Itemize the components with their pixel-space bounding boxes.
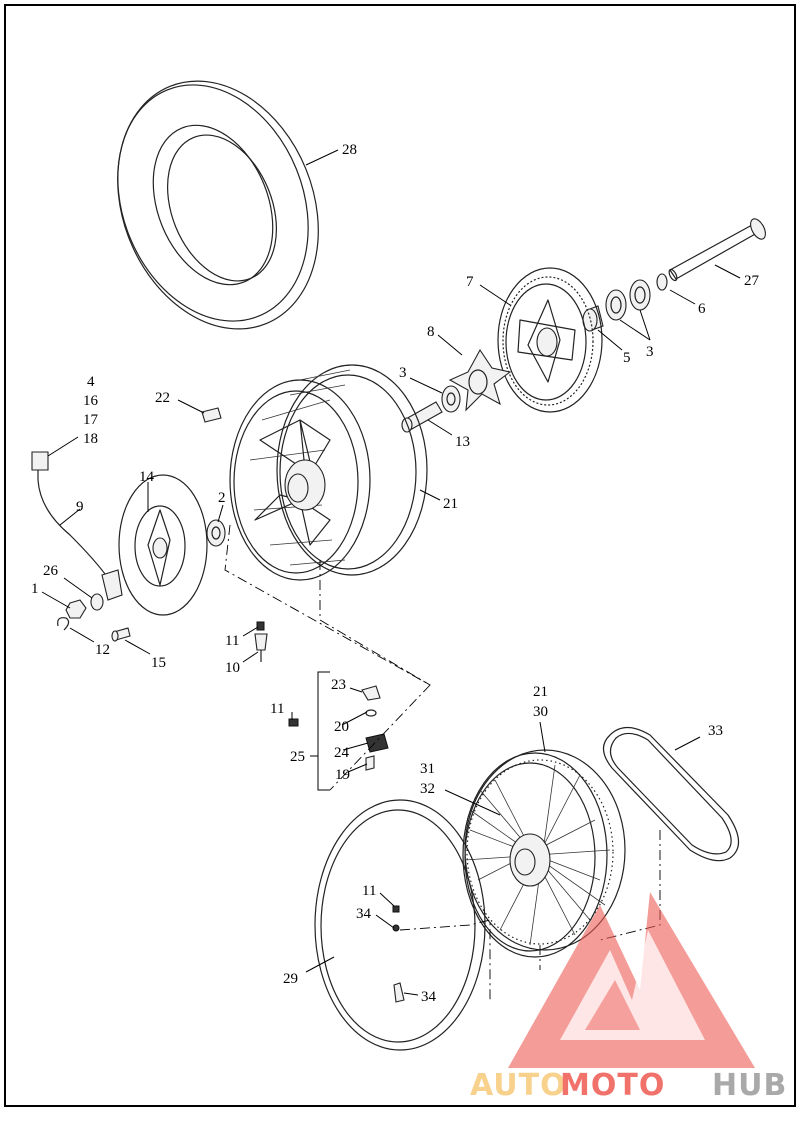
callout-3-left: 3 [399, 365, 407, 381]
valve-stem-cast [254, 621, 268, 662]
diagram-frame [4, 4, 796, 1107]
callout-11-top: 11 [225, 633, 239, 649]
callout-19: 19 [335, 767, 350, 783]
assembly-line-1 [224, 524, 431, 791]
spacer-ring [656, 273, 668, 291]
washer [90, 593, 104, 611]
callout-11-tube: 11 [362, 883, 376, 899]
watermark-text-auto: AUTO [470, 1068, 567, 1103]
callout-33: 33 [708, 723, 723, 739]
callout-14: 14 [139, 469, 155, 485]
callout-16: 16 [83, 393, 99, 409]
callout-18: 18 [83, 431, 98, 447]
callout-2: 2 [218, 490, 226, 506]
axle-nut [65, 599, 87, 619]
cast-wheel [229, 364, 428, 581]
callout-24: 24 [334, 745, 350, 761]
assembly-line-3 [399, 919, 491, 1000]
bearing-pair [605, 279, 651, 321]
callout-9: 9 [76, 499, 84, 515]
callout-31: 31 [420, 761, 435, 777]
callout-11-tpms: 11 [270, 701, 284, 717]
callout-30: 30 [533, 704, 548, 720]
cush-drive-rubber [448, 348, 512, 412]
tube-valve-parts [392, 905, 405, 1003]
brake-disc [118, 474, 208, 616]
callout-5: 5 [623, 350, 631, 366]
watermark-text-moto: MOTO [560, 1068, 665, 1103]
assembly-line-2 [319, 560, 431, 686]
inner-tube [314, 799, 486, 1051]
callout-23: 23 [331, 677, 346, 693]
callout-34-lower: 34 [421, 989, 437, 1005]
speed-sensor-wire [31, 451, 123, 601]
callout-6: 6 [698, 301, 706, 317]
retaining-clip [57, 617, 70, 631]
tpms-sensor-kit [288, 671, 389, 791]
callout-1: 1 [31, 581, 39, 597]
callout-17: 17 [83, 412, 99, 428]
callout-15: 15 [151, 655, 166, 671]
callout-8: 8 [427, 324, 435, 340]
callout-25: 25 [290, 749, 305, 765]
callout-22: 22 [155, 390, 170, 406]
tire [117, 80, 319, 330]
callout-20: 20 [334, 719, 349, 735]
spoke-wheel [462, 749, 626, 958]
callout-34-upper: 34 [356, 906, 372, 922]
drive-pulley [497, 267, 603, 413]
callout-29: 29 [283, 971, 298, 987]
callout-4: 4 [87, 374, 95, 390]
callout-13: 13 [455, 434, 470, 450]
callout-21-spoke: 21 [533, 684, 548, 700]
automotohub-watermark: AUTO MOTO HUB [470, 892, 787, 1103]
callout-28: 28 [342, 142, 357, 158]
watermark-triangle-logo [508, 892, 755, 1068]
balance-weight [201, 407, 222, 423]
callout-12: 12 [95, 642, 110, 658]
callout-26: 26 [43, 563, 59, 579]
disc-bolt [111, 627, 131, 642]
left-bearing [206, 519, 226, 547]
callout-labels: 28 27 7 6 5 3 3 8 13 21 22 4 16 17 18 14… [31, 142, 760, 1005]
callout-10: 10 [225, 660, 240, 676]
rim-strip [602, 726, 740, 862]
watermark-text-hub: HUB [712, 1068, 787, 1103]
callout-3-right: 3 [646, 344, 654, 360]
leader-lines [41, 149, 741, 996]
callout-7: 7 [466, 274, 474, 290]
axle [668, 218, 766, 282]
callout-27: 27 [744, 273, 760, 289]
callout-21-cast: 21 [443, 496, 458, 512]
bearing-single [441, 385, 461, 413]
callout-32: 32 [420, 781, 435, 797]
